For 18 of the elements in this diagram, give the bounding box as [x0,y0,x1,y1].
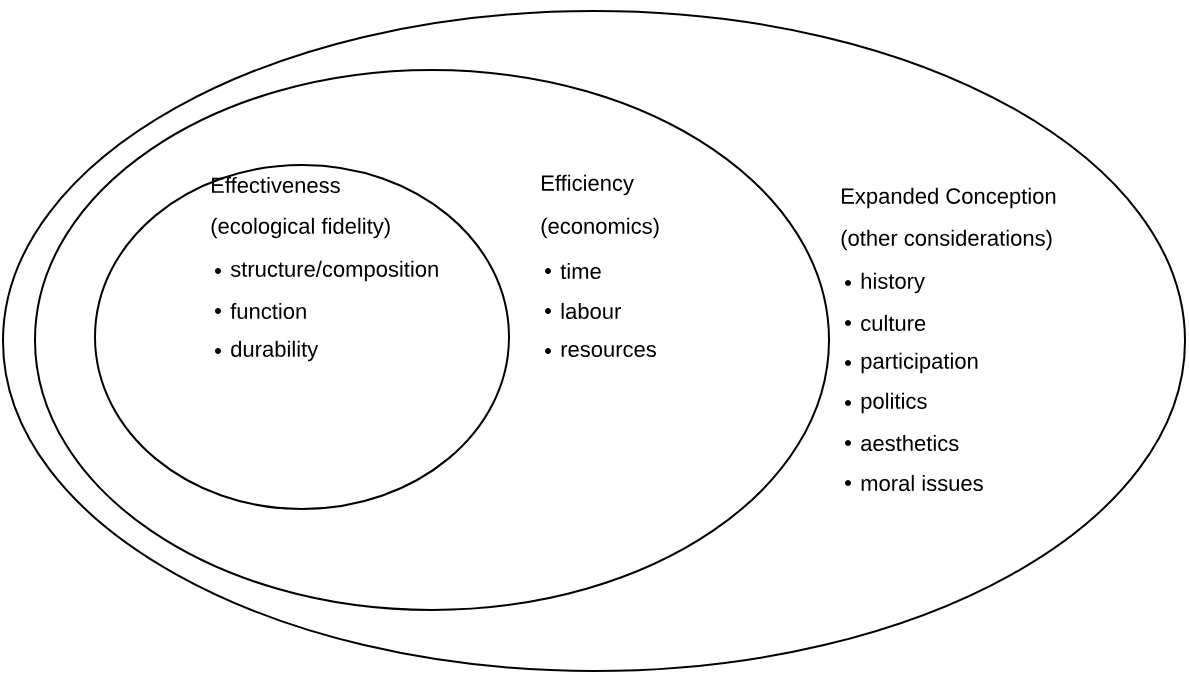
bullet-item: history [845,272,925,294]
heading-text: Efficiency [542,174,634,196]
bullet-item: moral issues [845,474,983,492]
heading-text: (other considerations) [841,229,1052,251]
heading-text: (economics) [541,217,659,239]
heading-text: (ecological fidelity) [211,217,390,239]
bullet-item: politics [845,392,927,414]
bullet-item: durability [215,340,319,362]
bullet-item: function [215,302,306,320]
bullet-item: labour [545,302,621,320]
heading-text: Expanded Conception [842,187,1056,209]
heading-text: Effectiveness [212,176,340,194]
bullet-item: time [545,262,601,280]
bullet-item: structure/composition [215,260,438,282]
bullet-item: participation [845,352,978,374]
bullet-item: resources [545,344,656,358]
bullet-item: aesthetics [845,434,959,452]
bullet-item: culture [845,314,926,332]
